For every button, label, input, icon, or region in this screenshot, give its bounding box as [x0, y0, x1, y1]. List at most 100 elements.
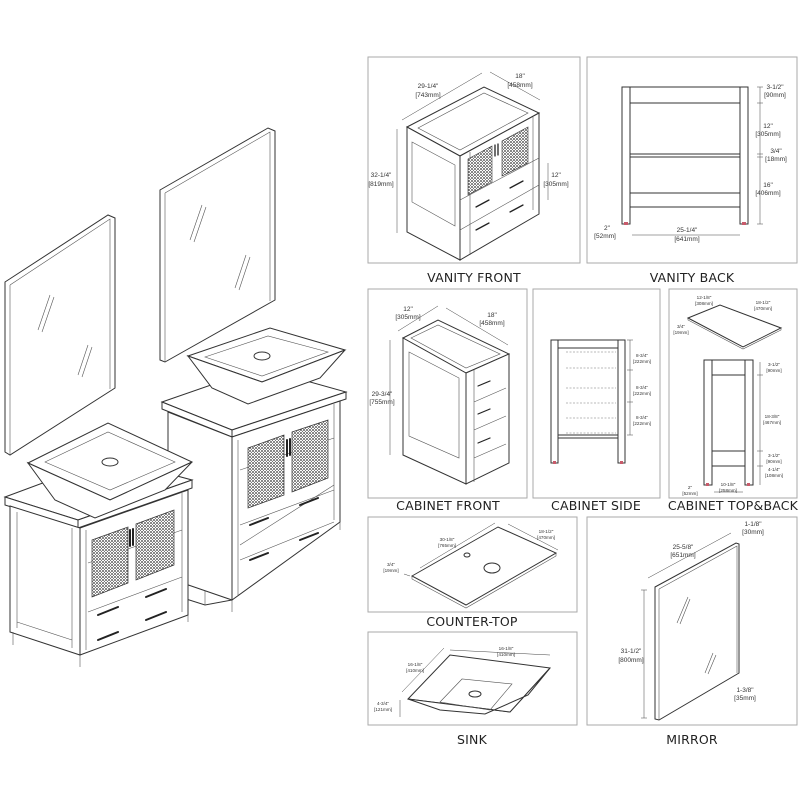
dim-width-mm: [305mm] — [395, 314, 420, 321]
dim-shelf-mm: [18mm] — [765, 156, 787, 163]
dim-drawer-1: 8-3/4" — [636, 353, 648, 358]
mirror-drawing — [654, 542, 740, 721]
panel-vanity-back: 3-1/2" [90mm] 12" [305mm] 3/4" [18mm] 16… — [586, 56, 798, 285]
dim-top-thickness: 3/4" — [677, 324, 685, 329]
dim-depth-mm: [458mm] — [507, 82, 532, 89]
dim-inner-width-mm: [641mm] — [674, 236, 699, 243]
dim-drawer-3-mm: [222mm] — [633, 421, 651, 426]
dim-drawer-2: 8-3/4" — [636, 385, 648, 390]
dim-leg-width-mm: [52mm] — [682, 491, 697, 496]
dim-bottom-rail-mm: [90mm] — [766, 459, 781, 464]
dim-width-mm: [743mm] — [415, 92, 440, 99]
dim-thickness-mm: [30mm] — [742, 529, 764, 536]
dim-leg-height-mm: [108mm] — [765, 473, 783, 478]
panel-title: CABINET SIDE — [551, 498, 641, 513]
dim-top-rail-mm: [90mm] — [764, 92, 786, 99]
dim-top-rail: 3-1/2" — [768, 362, 780, 367]
dim-lower-opening: 16" — [763, 182, 773, 189]
dim-bottom-rail: 3-1/2" — [768, 453, 780, 458]
panel-title: COUNTER-TOP — [426, 614, 518, 629]
dim-drawer-3: 8-3/4" — [636, 415, 648, 420]
dim-height-mm: [755mm] — [369, 399, 394, 406]
dim-leg: 2" — [604, 225, 611, 232]
dim-top-width-mm: [308mm] — [695, 301, 713, 306]
dim-door-height: 12" — [551, 172, 561, 179]
dim-height-mm: [800mm] — [618, 657, 643, 664]
dim-height: 4-3/4" — [377, 701, 389, 706]
vanity-back-drawing — [621, 86, 749, 225]
panel-cabinet-front: 12" [305mm] 18" [458mm] 29-3/4" [755mm] … — [367, 288, 528, 513]
panel-sink: 16-1/8" [410mm] 16-1/8" [410mm] 4-3/4" [… — [367, 631, 578, 747]
dim-door-height-mm: [305mm] — [543, 181, 568, 188]
dim-depth-mm: [458mm] — [479, 320, 504, 327]
dim-lower-opening-mm: [406mm] — [755, 190, 780, 197]
panel-vanity-front: 29-1/4" [743mm] 18" [458mm] 32-1/4" [819… — [367, 56, 581, 285]
dim-top-depth-mm: [470mm] — [754, 306, 772, 311]
dim-depth-mm: [470mm] — [537, 535, 555, 540]
dim-leg-mm: [52mm] — [594, 233, 616, 240]
vanity-front-drawing — [405, 86, 541, 261]
panel-cabinet-top-back: 12-1/8" [308mm] 18-1/2" [470mm] 3/4" [19… — [668, 288, 799, 513]
dim-depth: 18" — [487, 312, 497, 319]
dim-thickness: 1-1/8" — [744, 521, 762, 528]
dim-width: 16-1/8" — [499, 646, 514, 651]
dim-drawer-1-mm: [222mm] — [633, 359, 651, 364]
panel-title: MIRROR — [666, 732, 718, 747]
right-mirror — [159, 127, 276, 363]
panel-title: VANITY FRONT — [427, 270, 521, 285]
dim-top-rail: 3-1/2" — [766, 84, 784, 91]
dim-height: 31-1/2" — [621, 648, 642, 655]
cabinet-top-back-drawing — [686, 304, 783, 486]
panel-title: VANITY BACK — [650, 270, 735, 285]
dim-frame: 1-3/8" — [736, 687, 754, 694]
dim-depth: 18-1/2" — [539, 529, 554, 534]
dim-opening: 18-3/8" — [765, 414, 780, 419]
dim-upper-opening: 12" — [763, 123, 773, 130]
dim-top-rail-mm: [90mm] — [766, 368, 781, 373]
right-vanity — [160, 367, 348, 612]
dim-height: 29-3/4" — [372, 391, 393, 398]
dim-width-mm: [651mm] — [670, 552, 695, 559]
assembly-illustration — [3, 127, 348, 667]
dim-width: 30-1/8" — [440, 537, 455, 542]
dim-depth: 16-1/8" — [408, 662, 423, 667]
dim-depth: 18" — [515, 73, 525, 80]
dim-shelf: 3/4" — [770, 148, 782, 155]
dim-width-mm: [410mm] — [497, 652, 515, 657]
dim-inner-width: 10-1/8" — [721, 482, 736, 487]
dim-height-mm: [121mm] — [374, 707, 392, 712]
dim-depth-mm: [410mm] — [406, 668, 424, 673]
panel-mirror: 1-1/8" [30mm] 25-5/8" [651mm] 31-1/2" [8… — [586, 516, 798, 747]
cabinet-front-drawing — [401, 319, 511, 485]
dim-top-width: 12-1/8" — [697, 295, 712, 300]
panel-title: CABINET TOP&BACK — [668, 498, 799, 513]
dim-width: 25-5/8" — [673, 544, 694, 551]
dim-thickness-mm: [19mm] — [383, 568, 398, 573]
dim-leg-height: 4-1/4" — [768, 467, 780, 472]
dim-top-thickness-mm: [19mm] — [673, 330, 688, 335]
dim-height: 32-1/4" — [371, 172, 392, 179]
dim-width: 29-1/4" — [418, 83, 439, 90]
cabinet-side-drawing — [550, 339, 626, 464]
dim-inner-width: 25-1/4" — [677, 227, 698, 234]
panel-title: SINK — [457, 732, 488, 747]
dim-width-mm: [765mm] — [438, 543, 456, 548]
dim-upper-opening-mm: [305mm] — [755, 131, 780, 138]
panel-counter-top: 30-1/8" [765mm] 18-1/2" [470mm] 3/4" [19… — [367, 516, 578, 629]
panel-title: CABINET FRONT — [396, 498, 500, 513]
dim-top-depth: 18-1/2" — [756, 300, 771, 305]
counter-top-drawing — [410, 526, 558, 609]
dim-height-mm: [819mm] — [368, 181, 393, 188]
dim-opening-mm: [467mm] — [763, 420, 781, 425]
dim-frame-mm: [35mm] — [734, 695, 756, 702]
dim-leg-width: 2" — [688, 485, 693, 490]
sink-drawing — [406, 654, 552, 715]
right-sink — [186, 327, 347, 405]
dim-drawer-2-mm: [222mm] — [633, 391, 651, 396]
panel-cabinet-side: 8-3/4" [222mm] 8-3/4" [222mm] 8-3/4" [22… — [532, 288, 661, 513]
dim-thickness: 3/4" — [387, 562, 395, 567]
dim-inner-width-mm: [258mm] — [719, 488, 737, 493]
dim-width: 12" — [403, 306, 413, 313]
left-mirror — [4, 214, 116, 456]
